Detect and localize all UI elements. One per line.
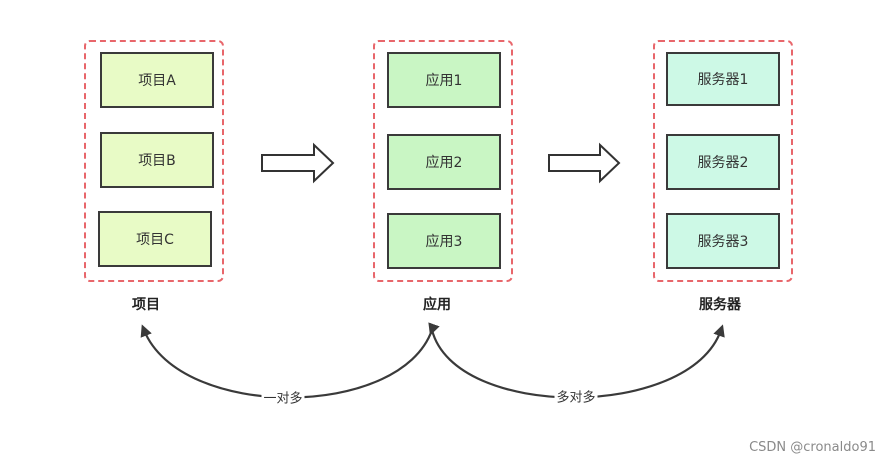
server-group xyxy=(653,40,793,282)
right-arrow-icon xyxy=(548,142,621,184)
application-node-2[interactable]: 应用2 xyxy=(387,134,501,190)
application-node-1[interactable]: 应用1 xyxy=(387,52,501,108)
project-node-b[interactable]: 项目B xyxy=(100,132,214,188)
project-node-c[interactable]: 项目C xyxy=(98,211,212,267)
project-group xyxy=(84,40,224,282)
application-group xyxy=(373,40,513,282)
project-caption: 项目 xyxy=(132,297,160,313)
server-node-2[interactable]: 服务器2 xyxy=(666,134,780,190)
relation-label-app-server: 多对多 xyxy=(554,386,598,406)
server-caption: 服务器 xyxy=(699,297,741,313)
relation-label-project-app: 一对多 xyxy=(261,387,305,407)
right-arrow-icon xyxy=(261,142,335,184)
project-node-a[interactable]: 项目A xyxy=(100,52,214,108)
watermark-text: CSDN @cronaldo91 xyxy=(749,440,876,455)
application-caption: 应用 xyxy=(423,297,451,313)
server-node-1[interactable]: 服务器1 xyxy=(666,52,780,106)
server-node-3[interactable]: 服务器3 xyxy=(666,213,780,269)
application-node-3[interactable]: 应用3 xyxy=(387,213,501,269)
